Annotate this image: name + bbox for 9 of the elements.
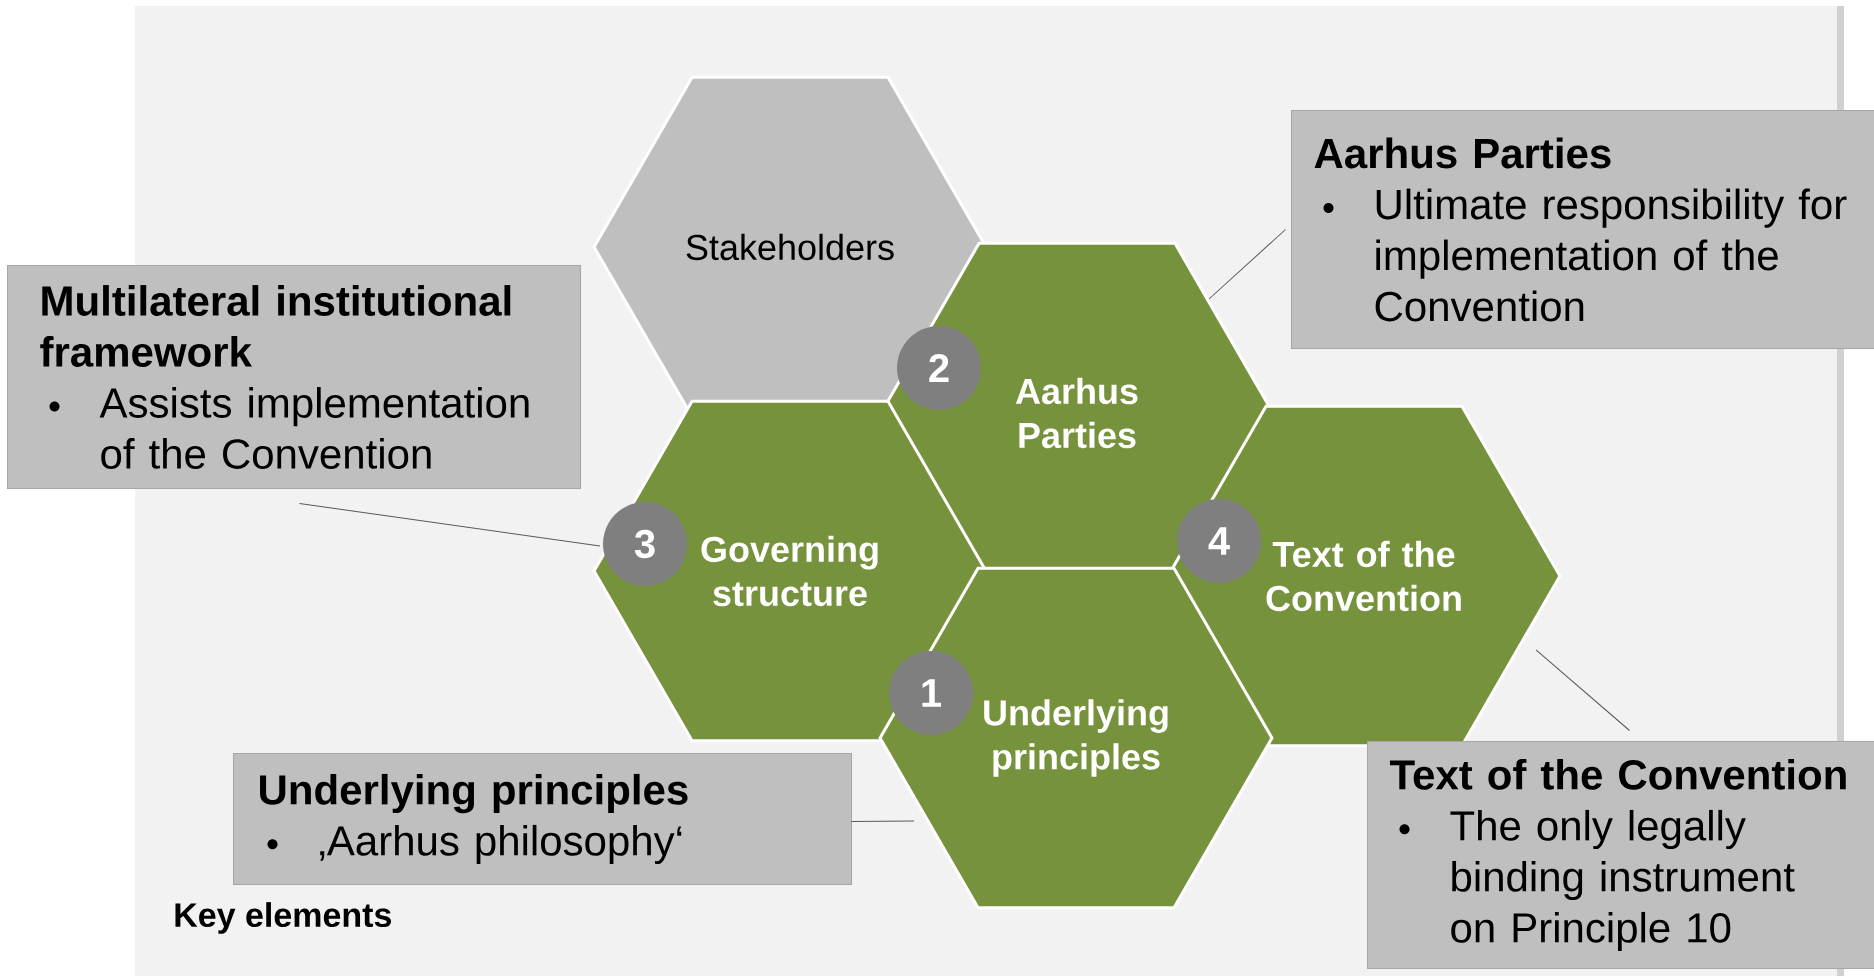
caption-text: Key elements	[175, 902, 391, 934]
callout-box: Text of the Convention The only legally binding instrument on Principle 10	[1367, 741, 1874, 969]
leader-line	[851, 820, 915, 822]
leader-line	[1208, 229, 1286, 300]
callout-box: Aarhus Parties Ultimate responsibility for implementation of the Convention	[1291, 110, 1874, 349]
callout-box: Multilateral institutional framework Assists implementation of the Convention	[7, 265, 581, 489]
leader-line	[1535, 649, 1630, 731]
callout-box: Underlying principles ‚Aarhus philosophy‘	[233, 753, 852, 885]
leader-line	[299, 503, 601, 547]
